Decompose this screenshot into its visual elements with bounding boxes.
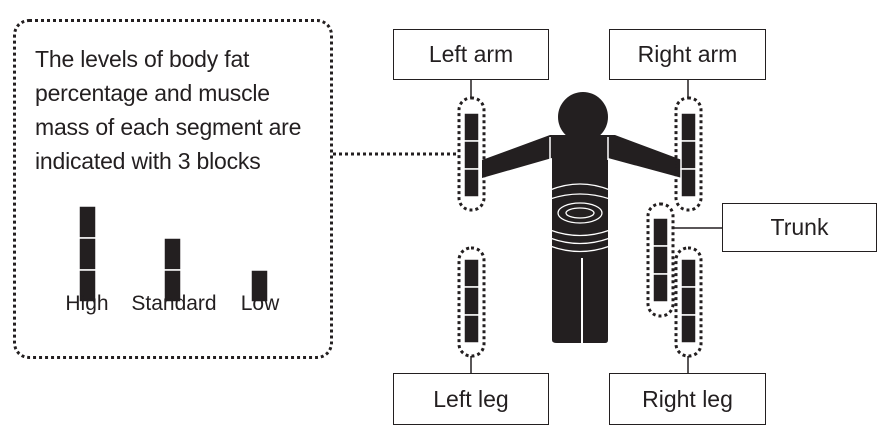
right-leg-bar — [680, 258, 697, 344]
legend-label-low: Low — [240, 292, 280, 315]
right-arm-bar — [680, 112, 697, 198]
label-left-leg: Left leg — [393, 373, 549, 425]
description-line: The levels of body fat — [35, 46, 250, 72]
description-text: The levels of body fat percentage and mu… — [35, 42, 325, 178]
trunk-rings-icon — [549, 183, 611, 253]
legend-high-blocks — [78, 205, 97, 303]
description-line: percentage and muscle — [35, 80, 270, 106]
trunk-bar — [652, 217, 669, 303]
legend-label-high: High — [65, 292, 109, 315]
legend-standard-blocks — [163, 237, 182, 303]
label-right-leg: Right leg — [609, 373, 766, 425]
human-figure-icon — [482, 92, 682, 343]
label-right-arm: Right arm — [609, 29, 766, 80]
label-trunk: Trunk — [722, 203, 877, 252]
left-leg-bar — [463, 258, 480, 344]
left-arm-bar — [463, 112, 480, 198]
description-line: mass of each segment are — [35, 114, 302, 140]
connector-lines — [470, 79, 722, 373]
description-line: indicated with 3 blocks — [35, 148, 261, 174]
legend-label-standard: Standard — [131, 292, 217, 315]
legend-low-blocks — [250, 269, 269, 303]
label-left-arm: Left arm — [393, 29, 549, 80]
figure-seams — [549, 137, 609, 343]
description-callout: The levels of body fat percentage and mu… — [13, 19, 333, 359]
